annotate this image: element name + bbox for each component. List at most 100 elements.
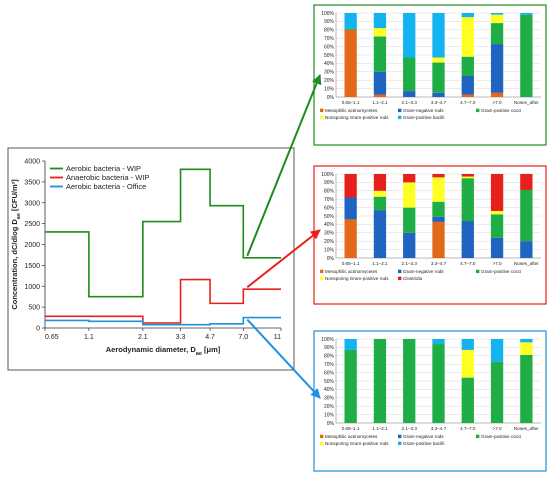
bar-segment [432,62,445,93]
bar-segment [432,13,445,58]
panel-y-tick-label: 0% [327,95,335,101]
main-y-axis-label-text: Concentration, dC/dlog D [10,219,19,310]
panel-category-label: 4.7–7.0 [460,100,476,105]
main-x-tick-label: 0.65 [45,334,59,341]
main-x-axis-label-text: Aerodynamic diameter, D [106,345,197,354]
panel-y-tick-label: 50% [324,379,335,385]
main-legend-label: Anaerobic bacteria - WIP [66,173,149,182]
panel-legend-label: Nonsporing Gram-positive rods [325,276,389,281]
panel-category-label: 0.65–1.1 [342,261,360,266]
panel-y-tick-label: 80% [324,189,335,195]
panel-category-label: Noses_after [514,426,539,431]
main-x-axis-label: Aerodynamic diameter, Dae [μm] [106,345,221,357]
panel-y-tick-label: 50% [324,214,335,220]
bar-segment [461,76,474,95]
panel-legend-swatch [476,108,480,113]
panel-legend-swatch [476,434,480,439]
panel-legend-label: Gram-positive cocci [481,434,521,439]
panel-y-tick-label: 30% [324,396,335,402]
panel-y-tick-label: 10% [324,86,335,92]
bar-segment [344,28,357,30]
main-x-tick-label: 1.1 [84,334,94,341]
bar-segment [432,92,445,97]
panel-y-tick-label: 70% [324,197,335,203]
bar-segment [432,221,445,258]
bar-segment [432,174,445,178]
panel-category-label: >7.0 [493,261,503,266]
panel-legend-swatch [398,108,402,113]
bar-segment [403,182,416,208]
bar-segment [373,94,387,97]
panel-y-tick-label: 10% [324,412,335,418]
bar-segment [461,349,474,378]
bar-segment [490,92,504,97]
panel-y-tick-label: 60% [324,205,335,211]
panel-y-tick-label: 90% [324,345,335,351]
panel-legend-swatch [398,115,402,120]
main-y-tick-label: 500 [28,305,40,312]
bar-segment [520,339,533,343]
main-x-tick-label: 2.1 [138,334,148,341]
main-series-line-1 [45,168,281,298]
bar-segment [373,13,387,29]
bar-segment [461,13,474,18]
main-y-tick-label: 3500 [24,179,40,186]
panel-category-label: 3.3–4.7 [431,100,447,105]
panel-legend-swatch [320,115,324,120]
main-y-tick-label: 2000 [24,242,40,249]
bar-segment [373,190,387,197]
main-y-tick-label: 1000 [24,284,40,291]
bar-segment [373,339,387,423]
panel-y-tick-label: 100% [321,337,334,343]
panel-legend-swatch [320,434,324,439]
panel-y-tick-label: 20% [324,404,335,410]
bar-segment [344,13,357,29]
panel-legend-swatch [476,269,480,274]
panel-category-label: 0.65–1.1 [342,100,360,105]
panel-legend-swatch [320,108,324,113]
main-series-line-2 [45,278,281,324]
panel-category-label: 1.1–2.1 [372,100,388,105]
bar-segment [432,344,445,423]
bar-segment [344,339,357,350]
main-y-tick-label: 3000 [24,200,40,207]
panel-legend-label: Gram-negative rods [403,108,444,113]
panel-legend-label: Mesophilic actinomycetes [325,434,378,439]
bar-segment [344,349,357,423]
bar-segment [461,17,474,57]
panel-y-tick-label: 20% [324,239,335,245]
panel-legend-swatch [320,441,324,446]
bar-segment [461,176,474,179]
panel-legend-label: Gram-positive cocci [481,269,521,274]
bar-segment [520,174,533,190]
bar-segment [432,216,445,222]
main-chart-frame [7,147,295,371]
arrow-to-aerobic-panel [246,74,322,257]
bar-segment [520,342,533,355]
bar-segment [403,207,416,233]
panel-y-tick-label: 60% [324,370,335,376]
panel-legend-label: Nonsporing Gram-positive rods [325,441,389,446]
panel-y-tick-label: 40% [324,387,335,393]
panel-legend-swatch [320,269,324,274]
bar-segment [373,196,387,211]
panel-category-label: 3.3–4.7 [431,426,447,431]
bar-segment [520,189,533,242]
panel-category-label: 2.1–3.3 [402,261,418,266]
panel-legend-label: Mesophilic actinomycetes [325,269,378,274]
arrow-to-office-panel [246,318,321,399]
bar-segment [403,232,416,258]
bar-segment [432,201,445,217]
bar-segment [490,13,504,15]
panel-y-tick-label: 90% [324,19,335,25]
bar-segment [461,94,474,97]
bar-segment [373,210,387,258]
bar-segment [520,13,533,15]
panel-y-tick-label: 40% [324,222,335,228]
panel-y-tick-label: 20% [324,78,335,84]
bar-segment [403,174,416,183]
panel-legend-swatch [398,441,402,446]
panel-y-tick-label: 40% [324,61,335,67]
bar-segment [403,91,416,97]
main-x-tick-label: 7.0 [238,334,248,341]
